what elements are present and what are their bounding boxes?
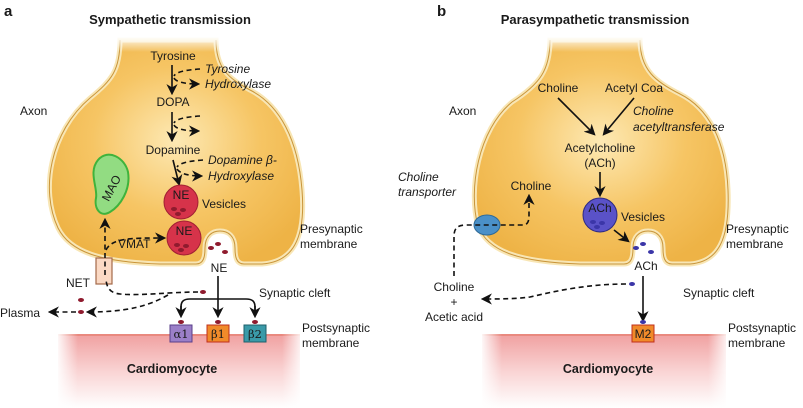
ach-label-2: (ACh) <box>584 156 615 170</box>
svg-text:α1: α1 <box>173 327 188 341</box>
arrow-to-plasma-1 <box>85 294 169 318</box>
plasma-label: Plasma <box>0 306 40 320</box>
svg-text:β2: β2 <box>248 327 262 341</box>
arrow-choline-ach <box>557 97 596 136</box>
mao-mitochondrion: MAO <box>92 153 130 215</box>
choline-inside-label: Choline <box>511 179 552 193</box>
axon-label-b: Axon <box>449 104 476 118</box>
breakdown-line1: Choline <box>434 280 475 294</box>
postsynaptic-label-b-1: Postsynaptic <box>728 321 796 335</box>
receptor-beta2: β2 <box>243 324 267 343</box>
enzyme2-line2: Hydroxylase <box>208 169 274 183</box>
arrow-ach-breakdown <box>480 283 627 305</box>
enzyme2-line1: Dopamine β- <box>208 153 277 167</box>
panel-b: b Parasympathetic transmission Cardiomyo… <box>398 3 796 408</box>
dash-enzyme1-in <box>173 68 201 77</box>
receptor-alpha1: α1 <box>169 324 193 343</box>
transporter-label-2: transporter <box>398 185 457 199</box>
net-transporter <box>95 257 113 285</box>
presynaptic-label-b-2: membrane <box>726 237 784 251</box>
arrow-acetylcoa-ach <box>602 97 635 136</box>
breakdown-line3: Acetic acid <box>425 310 483 324</box>
arrow-choline-reuptake <box>453 193 535 276</box>
vesicles-label-a: Vesicles <box>202 197 246 211</box>
synaptic-cleft-label-a: Synaptic cleft <box>259 286 331 300</box>
cell-label-b: Cardiomyocyte <box>563 362 653 376</box>
panel-a-title: Sympathetic transmission <box>89 12 251 27</box>
breakdown-line2: + <box>450 295 457 309</box>
ach-vesicle: ACh <box>582 197 618 233</box>
ne-vesicle-2: NE <box>166 220 202 256</box>
ach-label-1: Acetylcholine <box>565 141 636 155</box>
acetyl-coa-label: Acetyl Coa <box>605 81 663 95</box>
reuptake-path <box>105 279 199 296</box>
branch-line <box>180 298 256 316</box>
svg-text:NE: NE <box>173 188 190 202</box>
enzyme-chat-line1: Choline <box>633 104 674 118</box>
svg-text:β1: β1 <box>211 327 225 341</box>
vesicles-label-b: Vesicles <box>621 210 665 224</box>
presynaptic-label-a-2: membrane <box>300 237 358 251</box>
net-label: NET <box>66 276 91 290</box>
receptor-beta1: β1 <box>206 324 230 343</box>
synaptic-cleft-label-b: Synaptic cleft <box>683 286 755 300</box>
panel-letter-b: b <box>437 3 446 20</box>
presynaptic-label-a-1: Presynaptic <box>300 222 363 236</box>
transporter-label-1: Choline <box>398 170 439 184</box>
ne-vesicle-1: NE <box>163 184 199 220</box>
postsynaptic-label-a-1: Postsynaptic <box>302 321 370 335</box>
cardiomyocyte-a <box>56 334 304 408</box>
dash-enzyme2-in <box>176 159 204 168</box>
svg-text:NE: NE <box>176 224 193 238</box>
dash-enzyme1-out <box>173 77 201 90</box>
axon-label-a: Axon <box>20 104 47 118</box>
panel-letter-a: a <box>4 3 13 20</box>
cleft-ach-label: ACh <box>634 259 657 273</box>
enzyme1-line1: Tyrosine <box>205 62 250 76</box>
tyrosine-label: Tyrosine <box>150 49 196 63</box>
postsynaptic-label-b-2: membrane <box>728 336 786 350</box>
dopamine-label: Dopamine <box>146 143 201 157</box>
panel-b-title: Parasympathetic transmission <box>501 12 690 27</box>
arrow-vesicle-release <box>613 229 630 243</box>
enzyme-chat-line2: acetyltransferase <box>633 120 725 134</box>
dash-enzyme-decarb-out <box>173 124 201 137</box>
vmat-label: VMAT <box>118 237 151 251</box>
presynaptic-label-b-1: Presynaptic <box>726 222 789 236</box>
panel-a: a Sympathetic transmission Cardiomyocyte… <box>0 3 370 408</box>
dash-enzyme-decarb-in <box>173 115 201 124</box>
enzyme1-line2: Hydroxylase <box>205 77 271 91</box>
svg-text:M2: M2 <box>635 327 652 341</box>
cardiomyocyte-b <box>480 334 730 408</box>
dopa-label: DOPA <box>156 95 189 109</box>
dash-enzyme2-out <box>176 168 204 182</box>
choline-label: Choline <box>538 81 579 95</box>
cleft-ne-label: NE <box>211 261 228 275</box>
receptor-m2: M2 <box>631 324 655 343</box>
svg-text:ACh: ACh <box>588 201 611 215</box>
postsynaptic-label-a-2: membrane <box>302 336 360 350</box>
arrow-vmat <box>105 232 167 251</box>
arrow-dopamine-ne <box>171 159 183 187</box>
cell-label-a: Cardiomyocyte <box>127 362 217 376</box>
